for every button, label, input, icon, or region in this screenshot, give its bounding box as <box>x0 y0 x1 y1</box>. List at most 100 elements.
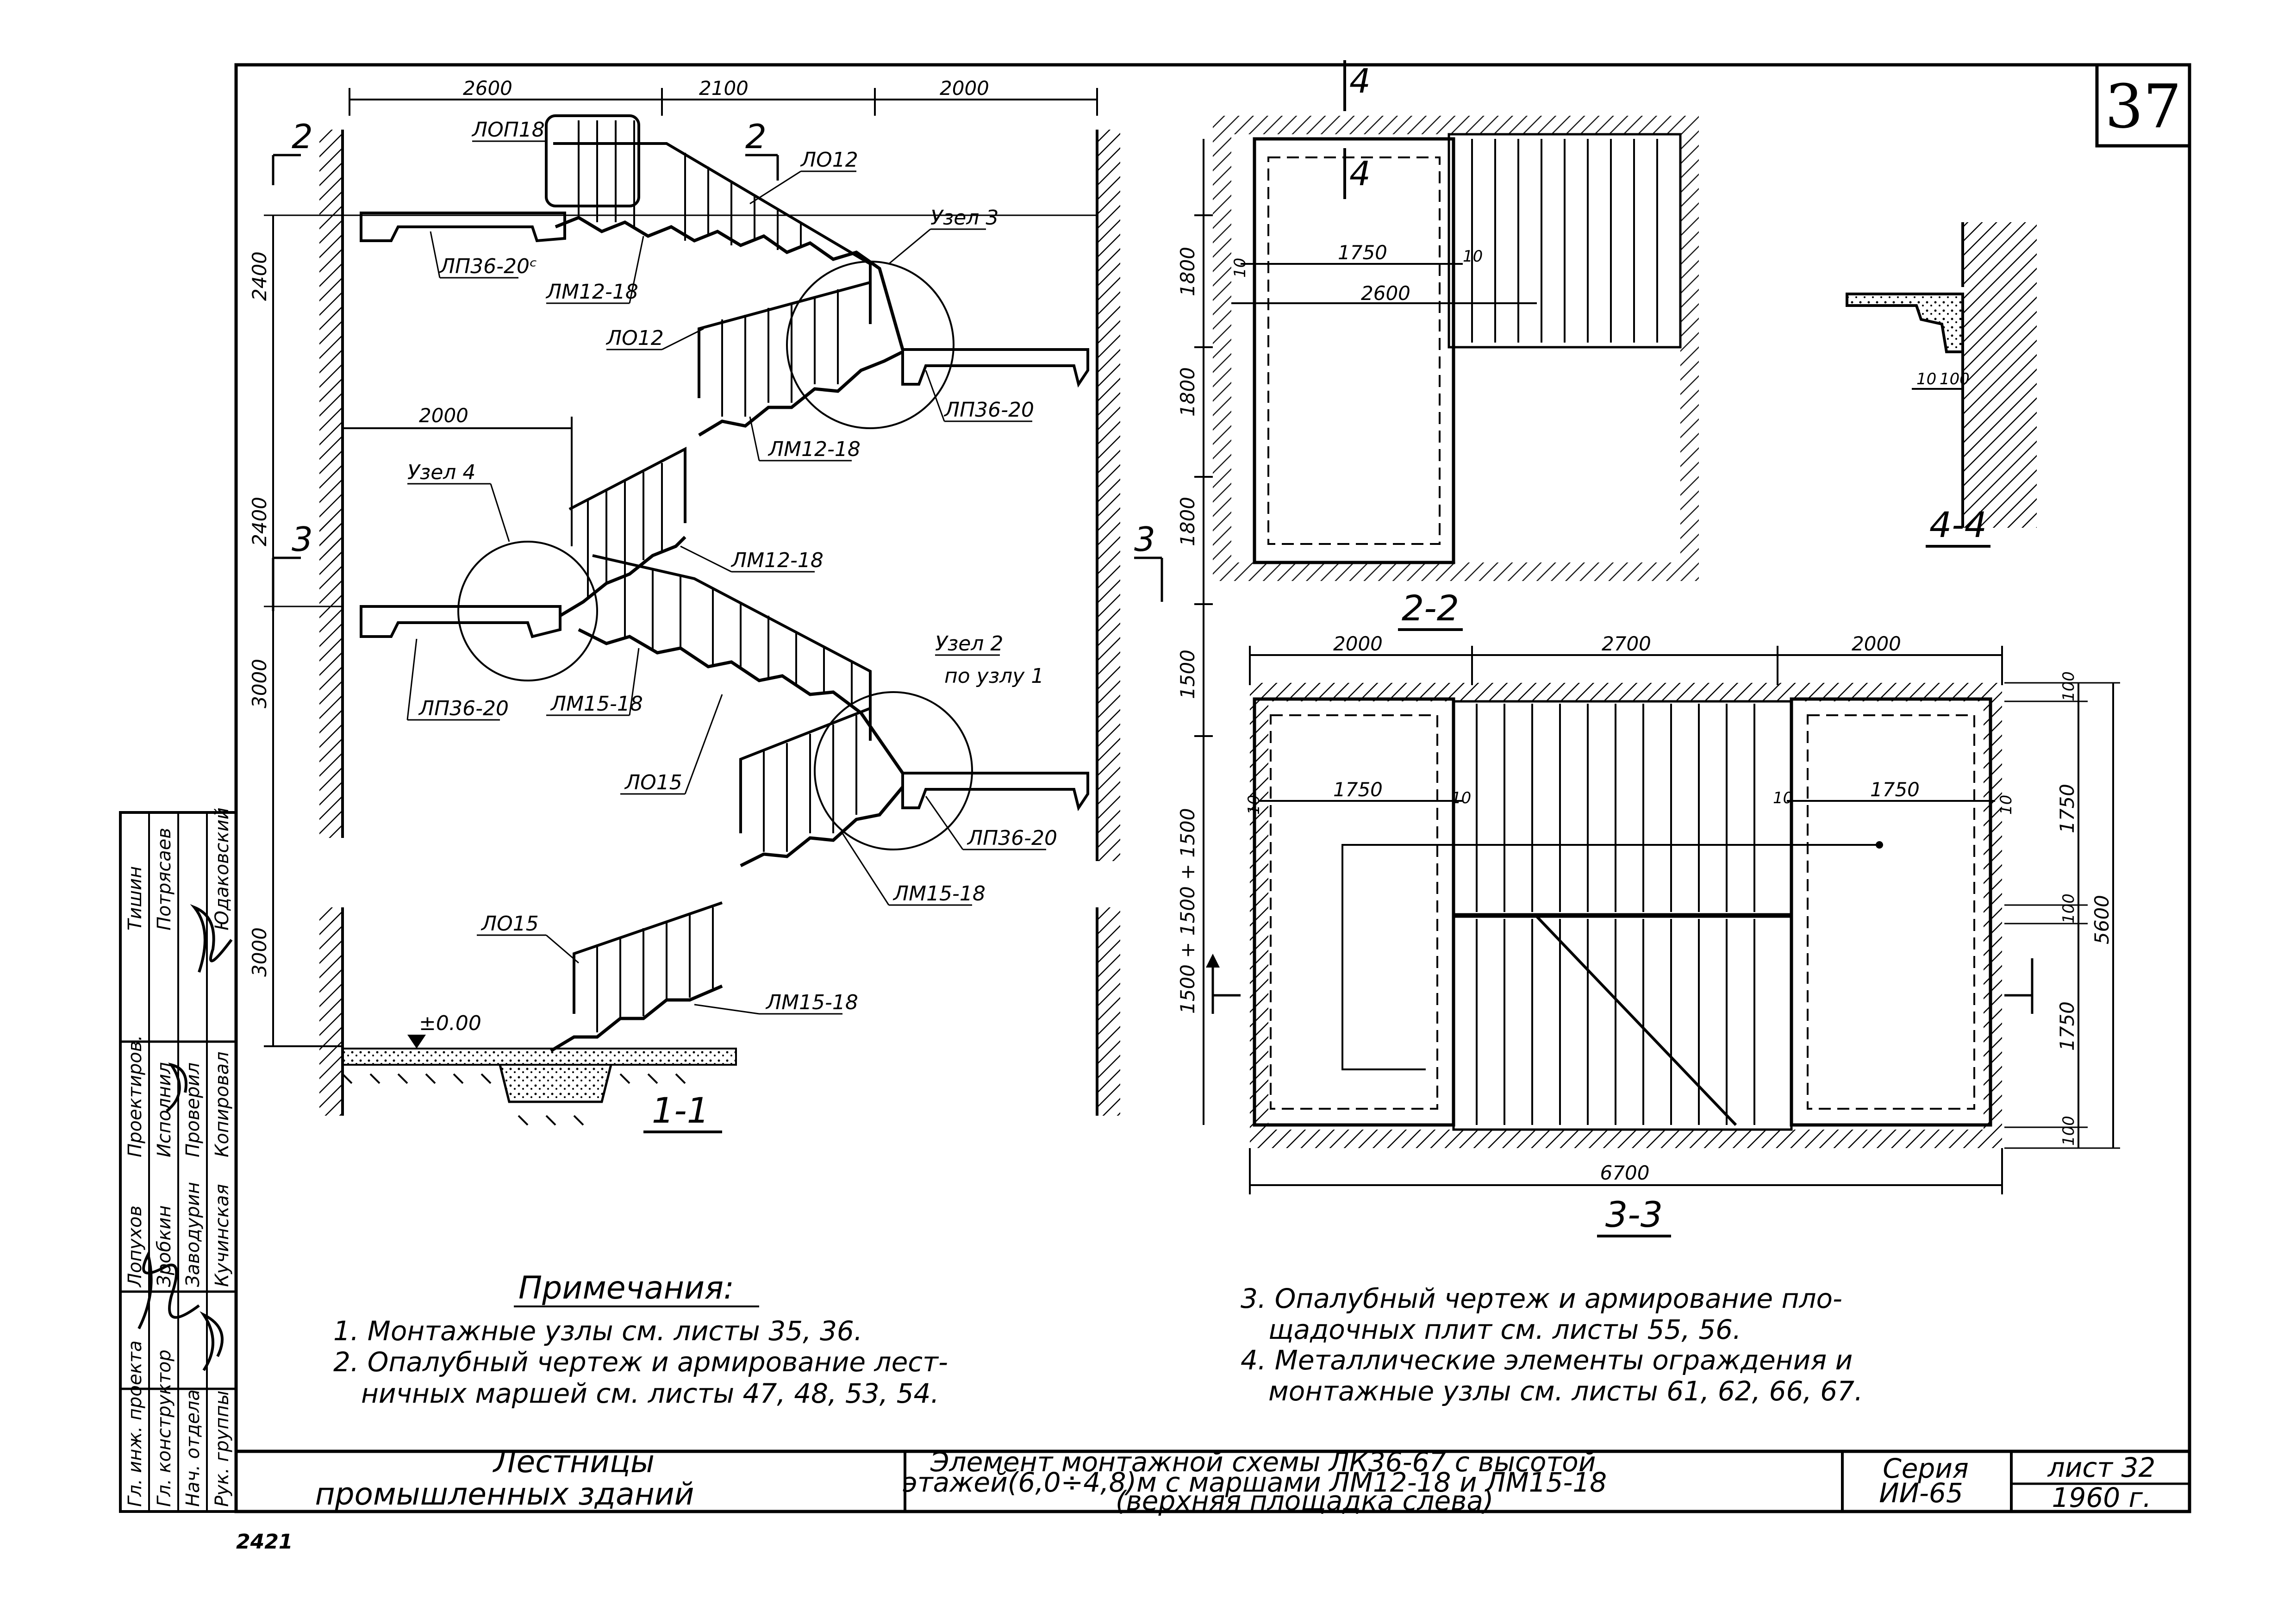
stamp-function-4: Копировал <box>212 1051 233 1157</box>
note-3b: щадочных плит см. листы 55, 56. <box>1268 1314 1741 1345</box>
stamp-role-3: Нач. отдела <box>182 1389 204 1507</box>
signature-scribble-2 <box>166 1062 224 1371</box>
note-4b: монтажные узлы см. листы 61, 62, 66, 67. <box>1268 1375 1863 1407</box>
dim-3-3-overall: 5600 <box>2090 895 2113 944</box>
label-lo12-top: ЛО12 <box>800 148 858 172</box>
zero-mark-arrow <box>407 1035 426 1049</box>
section-4-4: 10 100 4-4 <box>1846 222 2037 548</box>
ground-slab <box>342 1048 737 1066</box>
note-4a: 4. Металлические элементы ограждения и <box>1241 1344 1853 1376</box>
dim-3-3-left-chain: 1500 + 1500 + 1500 <box>1176 808 1199 1014</box>
dim-3-3-right-100-b: 100 <box>2059 893 2078 924</box>
title-center-line1: Элемент монтажной схемы ЛК36-67 с высото… <box>930 1446 1596 1478</box>
cut-mark-2-left: 2 <box>292 117 313 156</box>
label-node2: Узел 2 <box>935 632 1003 656</box>
flight-1-rail <box>553 142 872 324</box>
dim-mid-2000: 2000 <box>419 404 468 427</box>
dim-top-2100: 2100 <box>699 77 749 100</box>
section-1-1-caption: 1-1 <box>652 1090 709 1131</box>
dim-3-3-right-1750-b: 1750 <box>2056 1001 2078 1051</box>
section-4-4-caption: 4-4 <box>1929 504 1987 545</box>
dim-3-3-right-100-c: 100 <box>2059 1116 2078 1146</box>
dim-top-2000: 2000 <box>940 77 989 100</box>
rail-post-top <box>545 114 640 207</box>
stair-treads-3-3 <box>1476 704 1755 1125</box>
flight-5-rail <box>739 707 871 833</box>
sheet-number-box <box>2095 63 2191 148</box>
label-lo12-mid: ЛО12 <box>605 326 664 350</box>
cut-mark-3-left: 3 <box>292 520 313 559</box>
dim-2-2-1800-c: 1800 <box>1176 497 1199 546</box>
flight-3 <box>559 536 686 618</box>
cut-mark-4-inner: 4 <box>1349 154 1371 193</box>
label-lm15-18-c: ЛМ15-18 <box>765 991 858 1014</box>
label-lo15-low: ЛО15 <box>480 912 539 936</box>
flight-6 <box>550 984 723 1053</box>
label-lo15-mid: ЛО15 <box>624 771 682 794</box>
flight-4-balusters <box>624 565 853 704</box>
label-lop18: ЛОП18 <box>471 118 545 142</box>
label-lp36-20-a: ЛП36-20 <box>943 398 1034 422</box>
label-lm15-18-a: ЛМ15-18 <box>550 692 643 716</box>
section-2-2: 4 4 1800 1800 1800 1750 10 10 2600 2-2 <box>1176 60 1699 631</box>
stair-direction-line <box>1341 844 1879 1070</box>
flight-4 <box>578 628 904 774</box>
flight-3-rail <box>568 447 686 523</box>
landing-lower-right <box>901 772 1089 812</box>
title-center-line2: этажей(6,0÷4,8)м с маршами ЛМ12-18 и ЛМ1… <box>903 1467 1607 1498</box>
dim-2-2-10-right: 10 <box>1463 247 1483 266</box>
dim-left-3000-b: 3000 <box>248 927 271 977</box>
label-node2-sub: по узлу 1 <box>944 664 1044 688</box>
dim-4-4-100: 100 <box>1940 370 1970 388</box>
notes-heading: Примечания: <box>518 1270 734 1306</box>
title-left-line1: Лестницы <box>493 1444 655 1480</box>
sheet-frame <box>234 63 2191 1513</box>
node-2-circle <box>814 691 973 850</box>
dim-2-2-2600: 2600 <box>1361 282 1410 305</box>
label-lm12-18-c: ЛМ12-18 <box>730 549 824 572</box>
dim-3-3-right-100-a: 100 <box>2059 671 2078 701</box>
stamp-name-4: Кучинская <box>212 1184 233 1287</box>
dim-3-3-1750-left: 1750 <box>1333 778 1383 801</box>
dim-left-3000-a: 3000 <box>248 659 271 708</box>
dim-top-2600: 2600 <box>463 77 512 100</box>
dim-2-2-1750: 1750 <box>1338 241 1387 264</box>
label-lp36-20-d: ЛП36-20 <box>967 826 1057 850</box>
label-lp36-20c: ЛП36-20ᶜ <box>439 255 537 278</box>
node-4-circle <box>457 541 598 681</box>
stamp-person-2: Потрясаев <box>154 828 175 931</box>
label-lp36-20-b: ЛП36-20 <box>418 697 509 720</box>
stamp-role-1: Гл. инж. проекта <box>125 1341 146 1507</box>
stamp-person-4: Юдаковский <box>212 807 233 931</box>
label-lm12-18-a: ЛМ12-18 <box>545 280 638 304</box>
dim-3-3-6700: 6700 <box>1600 1162 1650 1184</box>
flight-1-balusters <box>578 120 802 250</box>
landing-top <box>360 212 566 243</box>
landing-upper-right <box>901 348 1089 388</box>
cut-mark-2-right: 2 <box>745 117 767 156</box>
ground-foundation <box>499 1064 612 1103</box>
note-3a: 3. Опалубный чертеж и армирование пло- <box>1241 1283 1842 1314</box>
series-value: ИИ-65 <box>1879 1477 1963 1509</box>
stamp-function-1: Проектиров. <box>125 1035 146 1157</box>
label-lm15-18-b: ЛМ15-18 <box>892 882 986 906</box>
dim-4-4-10: 10 <box>1916 370 1936 388</box>
flight-1 <box>555 216 905 350</box>
dim-3-3-10-d: 10 <box>1997 795 2015 815</box>
note-2a: 2. Опалубный чертеж и армирование лест- <box>333 1346 948 1378</box>
zero-mark-label: ±0.00 <box>419 1012 481 1035</box>
series-label: Серия <box>1883 1453 1969 1484</box>
dim-2-2-1800-a: 1800 <box>1176 247 1199 296</box>
flight-2-balusters <box>721 289 839 417</box>
sheet-number: 37 <box>2105 71 2181 142</box>
dim-3-3-2700: 2700 <box>1602 632 1651 655</box>
sheet-list-label: лист 32 <box>2047 1452 2156 1483</box>
section-1-1: 2600 2100 2000 2000 2400 2400 3000 3000 … <box>248 77 1120 1133</box>
stair-break-line <box>1535 915 1737 1126</box>
stamp-name-2: Зробкин <box>154 1206 175 1287</box>
label-lm12-18-b: ЛМ12-18 <box>767 437 861 461</box>
note-1: 1. Монтажные узлы см. листы 35, 36. <box>333 1315 862 1347</box>
stamp-name-1: Лопухов <box>125 1206 146 1288</box>
flight-3-balusters <box>587 463 663 597</box>
